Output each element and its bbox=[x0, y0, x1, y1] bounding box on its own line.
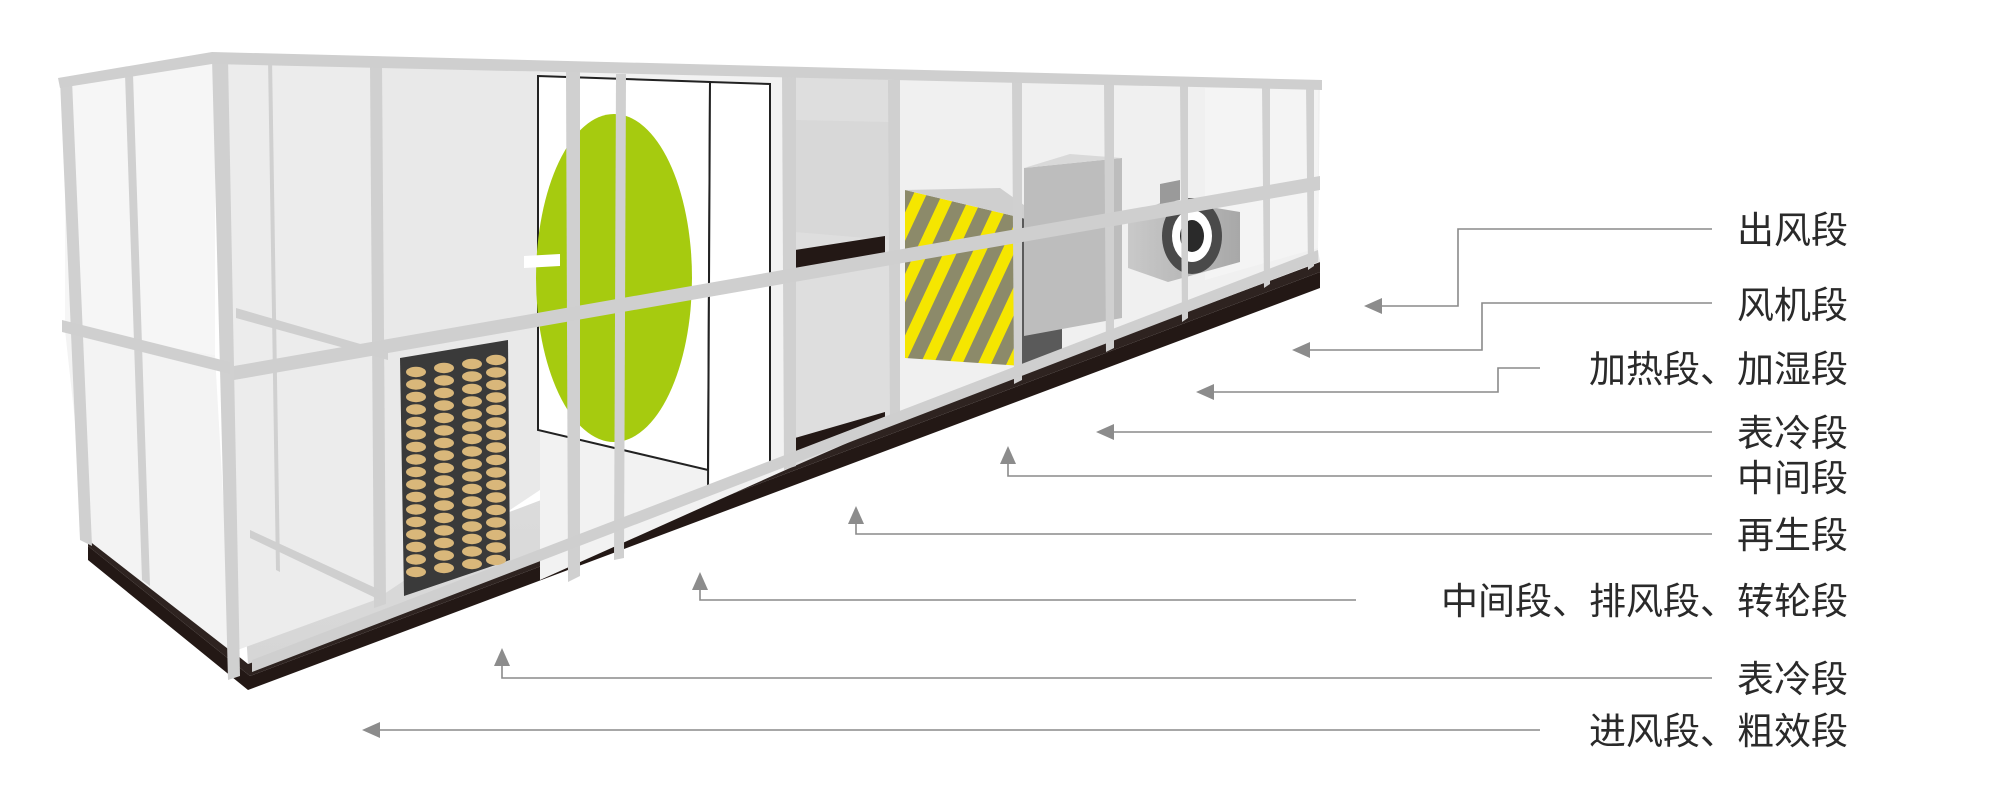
coil-tube bbox=[486, 479, 506, 491]
coil-tube bbox=[486, 379, 506, 391]
coil-tube bbox=[486, 542, 506, 553]
coil-tube bbox=[434, 500, 454, 511]
coil-tube bbox=[434, 475, 454, 486]
coil-tube bbox=[406, 491, 426, 503]
coil-tube bbox=[462, 458, 482, 470]
coil-tubes bbox=[406, 354, 506, 578]
coil-tube bbox=[434, 437, 454, 449]
leader-lines bbox=[362, 228, 1712, 738]
coil-tube bbox=[406, 379, 426, 390]
coil-tube bbox=[406, 479, 426, 490]
coil-tube bbox=[406, 366, 426, 378]
coil-tube bbox=[462, 521, 482, 532]
coil-tube bbox=[434, 525, 454, 536]
coil-tube bbox=[462, 446, 482, 457]
coil-tube bbox=[406, 454, 426, 465]
coil-tube bbox=[434, 387, 454, 399]
coil-tube bbox=[486, 492, 506, 503]
coil-tube bbox=[486, 367, 506, 378]
coil-tube bbox=[406, 466, 426, 478]
coil-tube bbox=[462, 558, 482, 570]
coil-tube bbox=[462, 433, 482, 445]
coil-tube bbox=[406, 566, 426, 578]
coil-tube bbox=[434, 425, 454, 436]
label-cooling-coil-b: 表冷段 bbox=[1737, 658, 1848, 701]
coil-tube bbox=[462, 408, 482, 420]
coil-tube bbox=[486, 454, 506, 466]
coil-tube bbox=[434, 462, 454, 474]
coil-tube bbox=[406, 391, 426, 403]
label-middle-a: 中间段 bbox=[1737, 457, 1848, 500]
coil-tube bbox=[434, 512, 454, 524]
frame-rails bbox=[58, 52, 1322, 672]
cooling-coil-b-unit bbox=[400, 340, 510, 596]
coil-tube bbox=[462, 371, 482, 382]
coil-tube bbox=[462, 396, 482, 407]
coil-tube bbox=[434, 375, 454, 386]
coil-tube bbox=[462, 496, 482, 507]
coil-tube bbox=[486, 467, 506, 478]
coil-tube bbox=[486, 517, 506, 528]
coil-tube bbox=[486, 404, 506, 416]
coil-tube bbox=[434, 362, 454, 374]
label-middle-exhaust-wheel: 中间段、排风段、转轮段 bbox=[1441, 580, 1848, 623]
label-fan: 风机段 bbox=[1737, 284, 1848, 327]
coil-tube bbox=[462, 471, 482, 482]
heater-humidifier-unit bbox=[905, 154, 1122, 372]
label-inlet-filter: 进风段、粗效段 bbox=[1589, 710, 1848, 753]
coil-tube bbox=[486, 354, 506, 366]
coil-tube bbox=[462, 546, 482, 557]
label-regeneration: 再生段 bbox=[1737, 514, 1848, 557]
coil-tube bbox=[434, 412, 454, 424]
coil-tube bbox=[434, 400, 454, 411]
coil-tube bbox=[486, 554, 506, 566]
coil-tube bbox=[406, 404, 426, 415]
coil-tube bbox=[486, 504, 506, 516]
coil-tube bbox=[486, 417, 506, 428]
label-cooling-coil-a: 表冷段 bbox=[1737, 412, 1848, 455]
coil-tube bbox=[406, 504, 426, 515]
coil-tube bbox=[462, 421, 482, 432]
coil-tube bbox=[462, 508, 482, 520]
coil-tube bbox=[406, 541, 426, 553]
coil-tube bbox=[486, 442, 506, 453]
coil-tube bbox=[406, 429, 426, 440]
coil-tube bbox=[406, 529, 426, 540]
coil-tube bbox=[486, 392, 506, 403]
label-heat-humidify: 加热段、加湿段 bbox=[1589, 348, 1848, 391]
section-labels: 出风段 风机段 加热段、加湿段 表冷段 中间段 再生段 中间段、排风段、转轮段 … bbox=[1441, 209, 1848, 753]
coil-tube bbox=[434, 487, 454, 499]
coil-tube bbox=[406, 441, 426, 453]
middle-section-bars bbox=[795, 120, 890, 452]
coil-tube bbox=[434, 550, 454, 561]
coil-tube bbox=[486, 529, 506, 541]
coil-tube bbox=[406, 416, 426, 428]
coil-tube bbox=[462, 358, 482, 370]
label-outlet: 出风段 bbox=[1737, 209, 1848, 252]
coil-tube bbox=[434, 537, 454, 549]
coil-tube bbox=[462, 533, 482, 545]
coil-tube bbox=[406, 554, 426, 565]
coil-tube bbox=[434, 450, 454, 461]
coil-tube bbox=[462, 483, 482, 495]
coil-tube bbox=[434, 562, 454, 574]
coil-tube bbox=[462, 383, 482, 395]
coil-tube bbox=[406, 516, 426, 528]
coil-tube bbox=[486, 429, 506, 441]
